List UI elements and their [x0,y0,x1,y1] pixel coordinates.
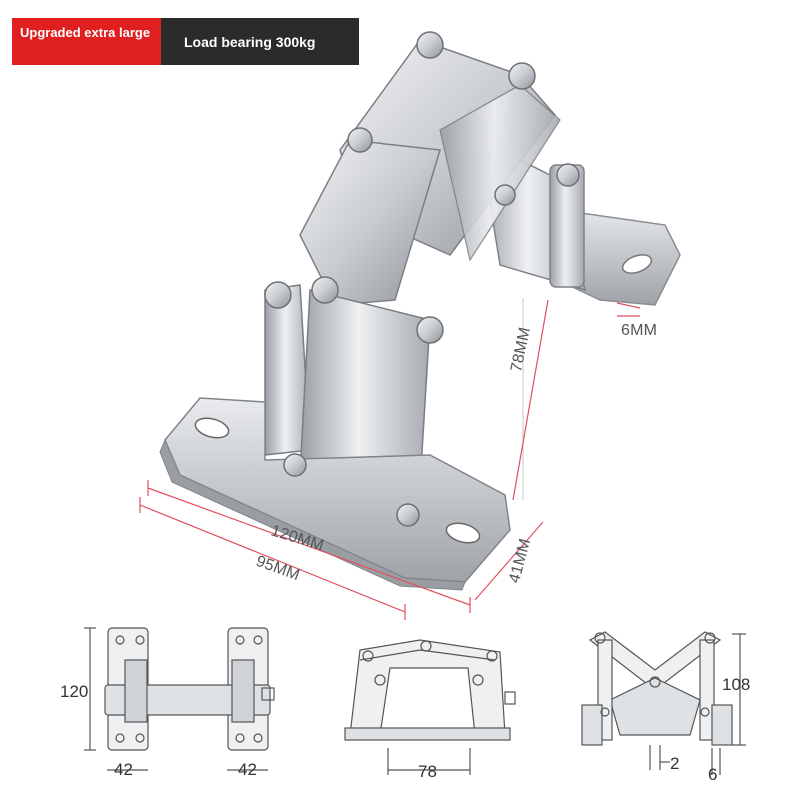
dim-line-6 [616,302,641,309]
side-view-height-label: 108 [722,675,751,694]
load-bearing-badge-text: Load bearing 300kg [184,33,316,50]
top-view-left-width-label: 42 [114,760,133,779]
top-view-right-width-label: 42 [238,760,257,779]
side-view-thickness-label: 6 [708,765,718,784]
front-base-plate [159,397,511,591]
thickness-label: 6MM [621,322,658,339]
load-bearing-badge: Load bearing 300kg [161,18,359,65]
front-view-drawing [344,639,516,775]
top-view-drawing [84,627,275,771]
top-view-height-label: 120 [60,682,89,701]
upgraded-badge: Upgraded extra large [12,18,161,65]
side-view-gap-label: 2 [670,754,680,773]
dim-line-120 [147,487,471,606]
upgraded-badge-text: Upgraded extra large [20,25,151,40]
pivot-pins [264,31,580,527]
upper-links [299,39,561,306]
dimension-lines [139,298,641,620]
front-view-span-label: 78 [418,762,437,781]
dim-line-95 [139,504,406,613]
side-view-drawing [581,631,746,775]
dim-line-41 [474,521,544,601]
